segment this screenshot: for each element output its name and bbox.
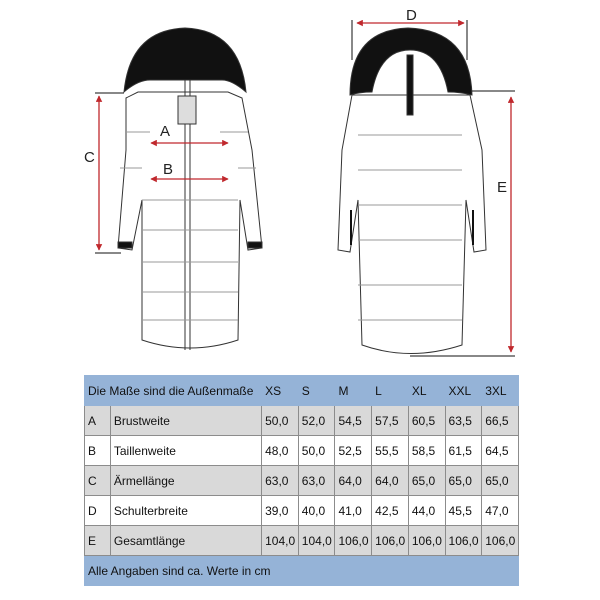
row-key: C xyxy=(84,465,111,496)
size-header: XXL xyxy=(444,375,483,406)
row-value: 65,0 xyxy=(444,465,483,496)
row-value: 57,5 xyxy=(371,405,409,436)
row-value: 44,0 xyxy=(407,495,446,526)
row-value: 63,0 xyxy=(297,465,336,496)
row-value: 50,0 xyxy=(297,435,336,466)
row-name: Taillenweite xyxy=(109,435,263,466)
size-header: S xyxy=(297,375,336,406)
label-a: A xyxy=(160,123,170,140)
row-value: 64,0 xyxy=(371,465,409,496)
row-value: 48,0 xyxy=(261,435,299,466)
row-value: 61,5 xyxy=(444,435,483,466)
measurement-lines xyxy=(95,19,515,353)
row-value: 106,0 xyxy=(481,525,519,556)
row-name: Schulterbreite xyxy=(109,495,263,526)
row-value: 41,0 xyxy=(334,495,373,526)
footer-note: Alle Angaben sind ca. Werte in cm xyxy=(84,555,519,586)
row-value: 50,0 xyxy=(261,405,299,436)
row-value: 45,5 xyxy=(444,495,483,526)
coat-measurement-diagram: A B C D E xyxy=(84,7,515,357)
label-c: C xyxy=(84,149,95,166)
row-value: 64,0 xyxy=(334,465,373,496)
row-value: 42,5 xyxy=(371,495,409,526)
row-value: 54,5 xyxy=(334,405,373,436)
row-key: B xyxy=(84,435,111,466)
row-key: D xyxy=(84,495,111,526)
row-value: 39,0 xyxy=(261,495,299,526)
row-value: 55,5 xyxy=(371,435,409,466)
row-value: 66,5 xyxy=(481,405,519,436)
row-name: Ärmellänge xyxy=(109,465,263,496)
row-name: Gesamtlänge xyxy=(109,525,263,556)
row-value: 104,0 xyxy=(261,525,299,556)
row-value: 63,5 xyxy=(444,405,483,436)
row-value: 47,0 xyxy=(481,495,519,526)
label-e: E xyxy=(497,179,507,196)
size-header: L xyxy=(371,375,409,406)
size-header: M xyxy=(334,375,373,406)
row-value: 64,5 xyxy=(481,435,519,466)
row-value: 63,0 xyxy=(261,465,299,496)
row-value: 106,0 xyxy=(407,525,446,556)
row-key: A xyxy=(84,405,111,436)
size-header: 3XL xyxy=(481,375,519,406)
row-value: 104,0 xyxy=(297,525,336,556)
size-table: Die Maße sind die Außenmaße XS S M L XL … xyxy=(83,375,519,586)
row-value: 65,0 xyxy=(407,465,446,496)
row-value: 106,0 xyxy=(334,525,373,556)
row-key: E xyxy=(84,525,111,556)
back-coat-drawing xyxy=(337,27,487,354)
table-footer-row: Alle Angaben sind ca. Werte in cm xyxy=(84,555,519,586)
size-header: XS xyxy=(261,375,299,406)
row-value: 106,0 xyxy=(444,525,483,556)
label-d: D xyxy=(406,7,417,24)
row-value: 106,0 xyxy=(371,525,409,556)
row-value: 65,0 xyxy=(481,465,519,496)
row-value: 52,5 xyxy=(334,435,373,466)
table-header-row: Die Maße sind die Außenmaße XS S M L XL … xyxy=(83,375,519,406)
row-name: Brustweite xyxy=(109,405,263,436)
size-header: XL xyxy=(407,375,446,406)
header-title: Die Maße sind die Außenmaße xyxy=(83,375,263,406)
row-value: 40,0 xyxy=(297,495,336,526)
row-value: 58,5 xyxy=(407,435,446,466)
row-value: 60,5 xyxy=(407,405,446,436)
label-b: B xyxy=(163,161,173,178)
row-value: 52,0 xyxy=(297,405,336,436)
front-coat-drawing xyxy=(117,27,263,350)
